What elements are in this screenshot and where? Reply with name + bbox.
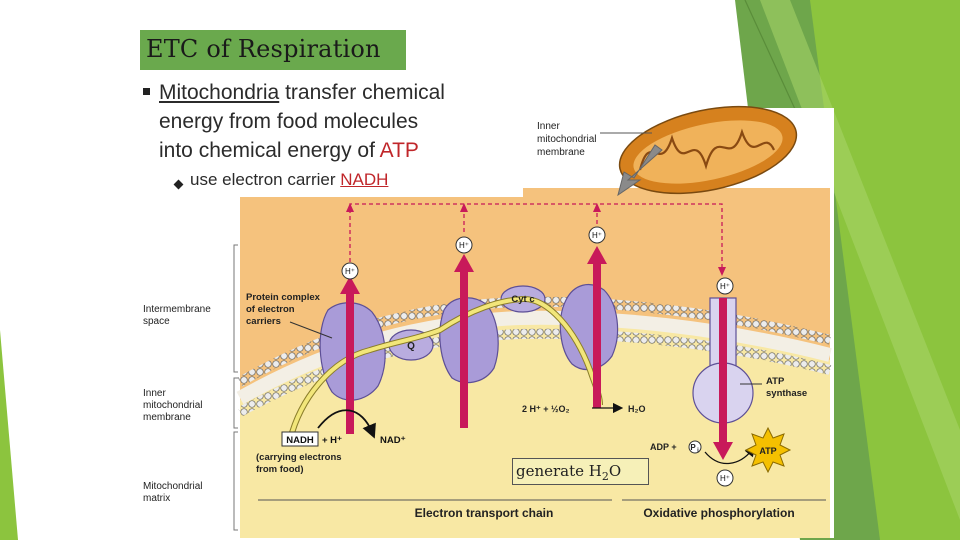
matrix-region <box>240 321 830 538</box>
proton-pump-arrow-3 <box>587 246 607 408</box>
inner-membrane-top-label-1: Inner <box>537 121 560 132</box>
q-label: Q <box>407 341 415 352</box>
pointer-arrow-icon <box>617 144 663 197</box>
water-reaction-label: 2 H⁺ + ½O₂ <box>522 404 570 414</box>
bullet-line-1-rest: transfer chemical <box>279 81 445 104</box>
electron-path-fill <box>288 296 602 441</box>
protein-complex-leader <box>289 321 333 339</box>
matrix-label-2: matrix <box>143 493 170 504</box>
inner-side-label-2: mitochondrial <box>143 400 202 411</box>
generate-water-callout <box>512 458 649 485</box>
sub-bullet-line: use electron carrier NADH <box>190 170 388 190</box>
title-box <box>140 30 406 70</box>
callout-sub: 2 <box>601 470 609 483</box>
inner-side-label-3: membrane <box>143 412 191 423</box>
inner-side-label-1: Inner <box>143 388 166 399</box>
h-plus-badge-3: H⁺ <box>588 226 606 244</box>
nadh-arrow <box>317 409 376 439</box>
generate-water-text: generate H2O <box>516 462 621 483</box>
h-plus-badge-1: H⁺ <box>341 262 359 280</box>
protein-complex-label-3: carriers <box>246 316 281 327</box>
h-plus-text-2: H⁺ <box>459 241 469 250</box>
bullet-line-1: Mitochondria transfer chemical <box>159 79 445 107</box>
sub-bullet-pre: use electron carrier <box>190 170 341 189</box>
proton-return-path <box>349 203 723 274</box>
green-band-left <box>0 330 18 540</box>
water-label: H₂O <box>628 404 646 414</box>
etc-label: Electron transport chain <box>415 506 554 520</box>
inner-membrane-top-label-2: mitochondrial <box>537 134 596 145</box>
h-plus-badge-5: H⁺ <box>716 469 734 487</box>
proton-pump-arrow-2 <box>454 254 474 428</box>
bracket-intermembrane <box>233 244 238 373</box>
nadh-box <box>281 431 319 447</box>
atp-starburst-icon: ATP <box>744 426 792 474</box>
mitochondrion-icon <box>618 105 798 195</box>
h-plus-text-4: H⁺ <box>720 282 730 291</box>
proton-pump-arrow-1 <box>340 276 360 434</box>
proton-return-arrowhead-2 <box>460 203 468 212</box>
proton-return-arrowhead-4 <box>718 267 726 276</box>
h-plus-text-3: H⁺ <box>592 231 602 240</box>
bracket-membrane <box>233 377 238 429</box>
adp-label: ADP + <box>650 442 677 452</box>
h-plus-text-1: H⁺ <box>345 267 355 276</box>
plus-h-label: + H⁺ <box>322 435 342 446</box>
nadh-label: NADH <box>286 435 314 446</box>
nad-plus-label: NAD⁺ <box>380 435 406 446</box>
atp-badge-label: ATP <box>759 446 776 456</box>
cyt-c-label: Cyt c <box>511 294 534 305</box>
bracket-matrix <box>233 431 238 531</box>
callout-pre: generate H <box>516 462 602 480</box>
carrying-electrons-label-2: from food) <box>256 464 304 475</box>
bullet-line-3: into chemical energy of ATP <box>159 137 419 165</box>
protein-complex-label-2: of electron <box>246 304 295 315</box>
atp-synthase-label-1: ATP <box>766 376 785 387</box>
intermembrane-label-2: space <box>143 316 170 327</box>
proton-return-arrowhead-1 <box>346 203 354 212</box>
protein-complex-label-1: Protein complex <box>246 292 321 303</box>
bullet-line-2: energy from food molecules <box>159 110 419 133</box>
h-plus-badge-2: H⁺ <box>455 236 473 254</box>
matrix-label-1: Mitochondrial <box>143 481 202 492</box>
atp-term: ATP <box>379 139 419 162</box>
pi-label: P <box>690 443 696 452</box>
carrying-electrons-label-1: (carrying electrons <box>256 452 342 463</box>
bullet-line-3-pre: into chemical energy of <box>159 139 380 162</box>
mitochondria-term: Mitochondria <box>159 81 280 104</box>
nadh-term: NADH <box>340 170 389 189</box>
inner-membrane-top-label-3: membrane <box>537 147 585 158</box>
pi-sub-label: i <box>697 448 699 454</box>
proton-flow-arrow <box>713 298 733 460</box>
intermembrane-label-1: Intermembrane <box>143 304 211 315</box>
h-plus-text-5: H⁺ <box>720 474 730 483</box>
pi-circle <box>688 440 702 454</box>
atp-formation-arrow <box>704 445 756 465</box>
slide-title: ETC of Respiration <box>146 35 381 63</box>
atp-synthase-label-2: synthase <box>766 388 807 399</box>
oxphos-label: Oxidative phosphorylation <box>643 506 794 520</box>
proton-return-arrowhead-3 <box>593 203 601 212</box>
callout-post: O <box>608 462 622 480</box>
h-plus-badge-4: H⁺ <box>716 277 734 295</box>
green-thin-line <box>744 0 801 121</box>
bullet-square <box>143 88 150 95</box>
